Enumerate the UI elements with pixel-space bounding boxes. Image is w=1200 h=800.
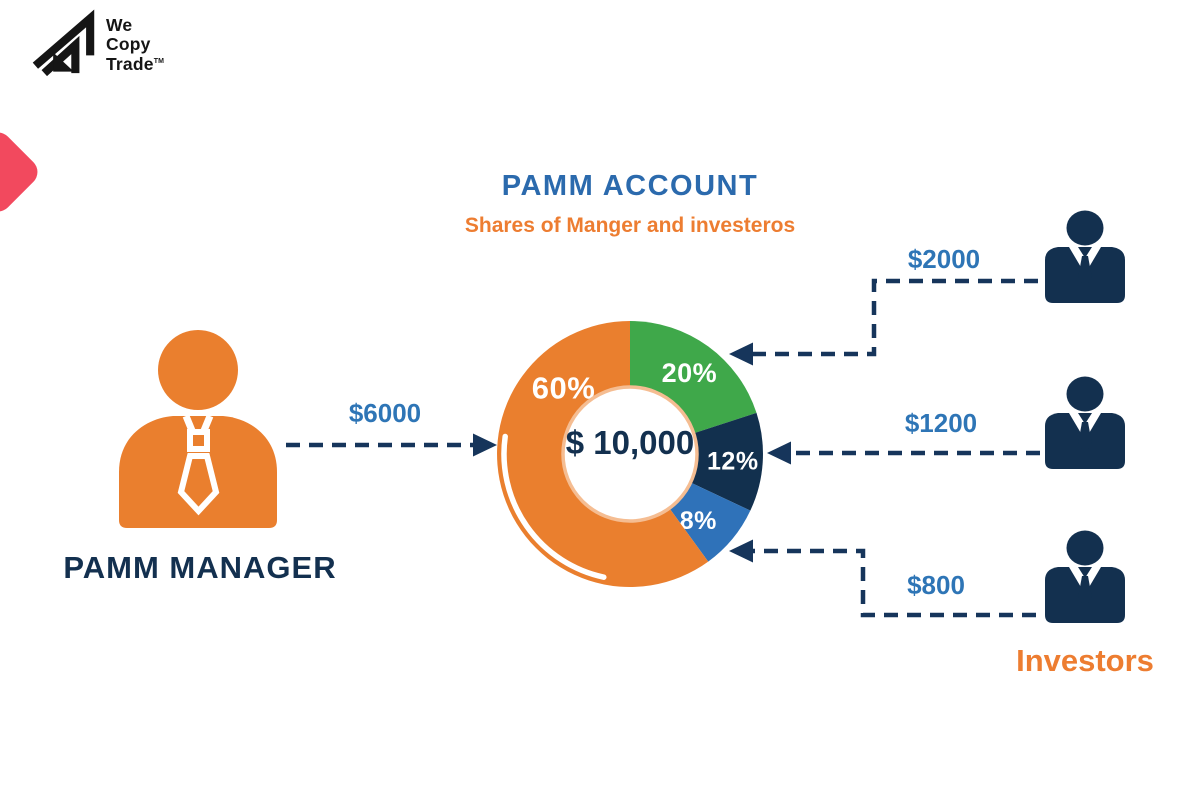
logo: We Copy TradeTM [28,8,164,82]
pink-accent-shape [0,126,44,218]
investor-icon-3 [1045,530,1125,623]
donut-slice-label-60%: 60% [532,371,596,406]
manager-tie-icon [177,414,220,516]
donut-highlight-arc [501,433,607,580]
donut-slice-label-8%: 8% [680,507,717,535]
logo-line-we: We [106,15,133,35]
chart-subtitle: Shares of Manger and investeros [464,214,796,237]
logo-text: We Copy TradeTM [106,16,164,73]
arrow-manager-to-chart [286,433,497,457]
donut-slice-label-12%: 12% [707,448,759,476]
investors-group-label: Investors [1016,643,1154,678]
donut-slice-label-20%: 20% [662,358,718,388]
pamm-donut-chart: 20% 12% 8% 60% $ 10,000 [497,321,763,587]
investor-icon-1 [1045,210,1125,303]
we-copy-trade-logo-icon [32,9,95,77]
arrow-investor2-to-chart [767,441,1040,465]
logo-line-trade: Trade [106,53,154,74]
investor1-amount: $2000 [907,244,981,274]
chart-title: PAMM ACCOUNT [501,170,759,202]
trademark-symbol: TM [153,58,165,65]
manager-icon [119,330,277,528]
investor3-amount: $800 [907,570,965,600]
manager-amount: $6000 [348,398,422,428]
donut-hole [561,385,699,523]
investor-icon-2 [1045,376,1125,469]
investor2-amount: $1200 [904,408,978,438]
donut-center-value: $ 10,000 [566,424,694,461]
manager-label: PAMM MANAGER [63,550,337,585]
logo-line-copy: Copy [106,33,151,54]
